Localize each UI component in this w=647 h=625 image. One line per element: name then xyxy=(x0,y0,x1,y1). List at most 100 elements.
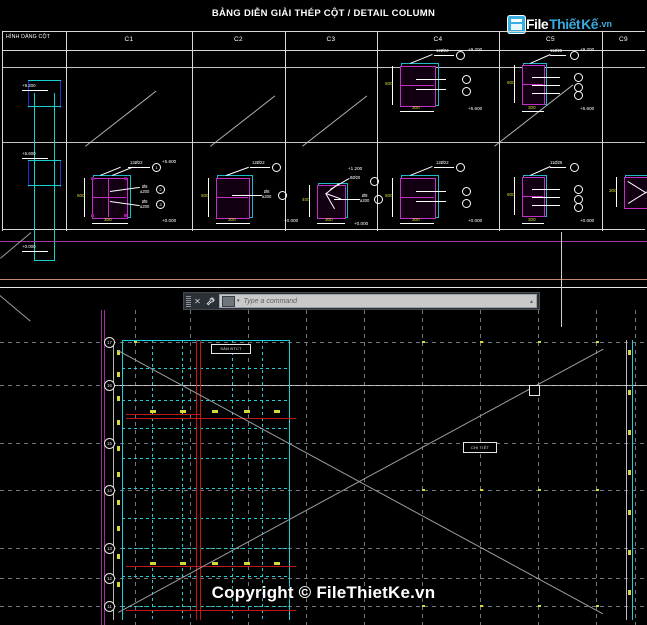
logo-word-vn: .vn xyxy=(598,19,612,29)
c5u-width-dim: 300 xyxy=(528,105,536,110)
c2-leader-stirrup xyxy=(232,195,262,196)
c4u-bubble-2 xyxy=(462,75,471,84)
c3-leader-stirrup xyxy=(334,199,360,200)
leader-diagonal-c1 xyxy=(85,90,157,147)
c1-level-top: +5.600 xyxy=(162,159,177,164)
grid-line-h-4 xyxy=(0,490,647,491)
plan-beam-h-8 xyxy=(122,576,290,577)
table-col-divider-2 xyxy=(285,31,286,231)
elev-cap-bottom xyxy=(28,106,61,107)
command-input[interactable]: Type a command xyxy=(243,297,298,305)
grid-line-h-7 xyxy=(0,606,647,607)
grid-line-v-1 xyxy=(135,310,136,625)
structural-floor-plan: 17 16 15 14 13 12 11 SÀN BTCT CHI TIẾT xyxy=(0,310,647,625)
grid-line-v-7 xyxy=(480,310,481,625)
filethietke-logo[interactable]: File Thiết Kế .vn xyxy=(508,12,640,36)
file-stack-icon xyxy=(508,15,525,33)
c5l-leader-1 xyxy=(532,189,560,190)
dim-tick-9 xyxy=(117,554,120,559)
plan-outline-right xyxy=(289,340,290,620)
command-history-icon[interactable] xyxy=(222,295,235,307)
plan-beam-h-2 xyxy=(122,400,290,401)
rebar-tag-8 xyxy=(212,562,218,565)
chevron-down-icon[interactable]: ▾ xyxy=(237,298,240,304)
dim-tick-4 xyxy=(117,420,120,425)
rebar-tag-10 xyxy=(274,562,280,565)
rebar-line-v-2 xyxy=(200,340,201,620)
c5u-height-dim-line xyxy=(514,65,515,103)
c4l-height-dim: 500 xyxy=(385,193,393,198)
viewport-grip-handle[interactable] xyxy=(529,385,540,396)
autocad-command-bar[interactable]: ✕ ▾ Type a command ▴ xyxy=(183,292,540,310)
c2-bubble-2 xyxy=(278,191,287,200)
grid-bubble-14[interactable]: 14 xyxy=(104,485,115,496)
command-input-wrapper[interactable]: ▾ Type a command ▴ xyxy=(219,294,537,308)
grid-line-v-10 xyxy=(635,310,636,625)
right-dim-tick-4 xyxy=(628,470,631,475)
plan-note-label[interactable]: SÀN BTCT xyxy=(211,344,251,354)
grid-line-h-3 xyxy=(0,443,647,444)
grid-line-h-6 xyxy=(0,578,647,579)
c5l-width-dim-line xyxy=(522,223,544,224)
c4l-width-dim: 300 xyxy=(412,217,420,222)
right-dim-tick-7 xyxy=(628,590,631,595)
c4u-width-dim-line xyxy=(400,111,434,112)
c4l-bubble-2 xyxy=(462,187,471,196)
copyright-watermark: Copyright © FileThietKe.vn xyxy=(211,583,436,602)
c1-bubble-1: 1 xyxy=(152,163,161,172)
plan-outline-left xyxy=(122,340,123,620)
c3-level-top: +1.200 xyxy=(348,166,363,171)
right-dim-tick-6 xyxy=(628,550,631,555)
plan-beam-h-9 xyxy=(122,606,290,607)
c3-height-dim-line xyxy=(309,185,310,217)
grid-line-h-1 xyxy=(0,342,647,343)
c3-width-dim-line xyxy=(317,223,345,224)
dim-tick-1 xyxy=(117,350,120,355)
rebar-tag-9 xyxy=(244,562,250,565)
wrench-icon[interactable] xyxy=(204,294,217,308)
c3-bubble-1 xyxy=(370,177,379,186)
c4l-bubble-1 xyxy=(456,163,465,172)
grid-bubble-11[interactable]: 11 xyxy=(104,601,115,612)
expand-caret-icon[interactable]: ▴ xyxy=(529,298,533,305)
table-col-header-c5: C5 xyxy=(545,36,556,43)
c5l-mid-tie xyxy=(522,196,543,197)
grid-line-v-6 xyxy=(422,310,423,625)
c5u-leader-2 xyxy=(532,85,560,86)
c4u-height-dim-line xyxy=(392,66,393,105)
grid-line-v-8 xyxy=(538,310,539,625)
c3-height-dim: 400 xyxy=(302,197,310,202)
plan-beam-h-3 xyxy=(122,428,290,429)
grid-node-9 xyxy=(596,489,599,491)
table-guide-line-a xyxy=(2,67,645,68)
grid-node-13 xyxy=(596,605,599,607)
separator-white xyxy=(0,287,647,288)
c1-rebar-dot-3 xyxy=(91,214,94,217)
plan-detail-callout[interactable]: CHI TIẾT xyxy=(463,442,497,453)
elev-level-mid: +5.600 xyxy=(22,151,36,156)
command-bar-drag-handle[interactable] xyxy=(186,295,191,307)
c5u-leader-1 xyxy=(532,77,560,78)
c1-level-bottom: +0.000 xyxy=(162,218,177,223)
grid-bubble-12[interactable]: 12 xyxy=(104,573,115,584)
c1-rebar-dot-1 xyxy=(91,177,94,180)
grid-node-12 xyxy=(538,605,541,607)
c2-stirrup-label: Ø8 a200 xyxy=(262,189,272,199)
close-icon[interactable]: ✕ xyxy=(194,296,201,306)
section-c2: 12Ø22 Ø8 a200 300 500 +0.000 xyxy=(201,160,310,229)
grid-bubble-13[interactable]: 13 xyxy=(104,543,115,554)
right-dim-tick-3 xyxy=(628,430,631,435)
c1-rebar-dot-4 xyxy=(124,214,127,217)
rebar-tag-3 xyxy=(212,410,218,413)
c2-mid-tie xyxy=(216,197,248,198)
c1-stirrup-label-2: Ø8 a200 xyxy=(140,199,150,209)
table-col-header-c4: C4 xyxy=(433,36,443,43)
c3-level-bottom: +0.000 xyxy=(354,221,369,226)
grid-bubble-16[interactable]: 16 xyxy=(104,380,115,391)
c1-top-rebar-label: 12Ø22 xyxy=(130,160,143,165)
grid-bubble-17[interactable]: 17 xyxy=(104,337,115,348)
dim-tick-7 xyxy=(117,500,120,505)
grid-bubble-15[interactable]: 15 xyxy=(104,438,115,449)
dim-tick-5 xyxy=(117,446,120,451)
